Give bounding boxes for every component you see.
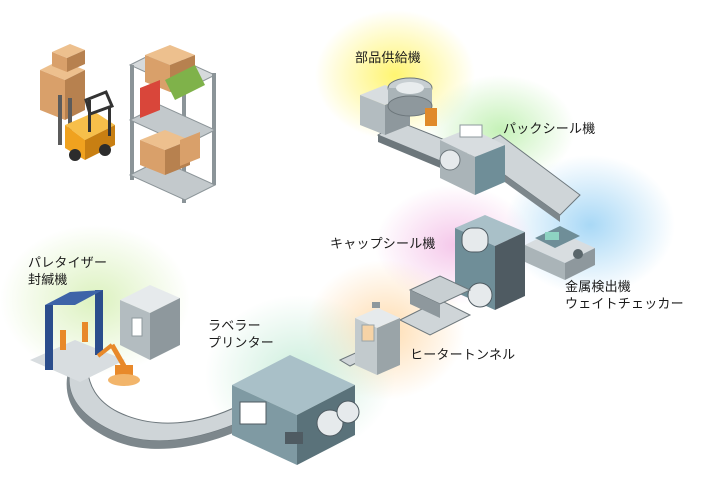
parts-feeder-label: 部品供給機: [355, 51, 422, 66]
heater-tunnel-label: ヒータートンネル: [410, 348, 516, 363]
labeler-printer-machine: [232, 355, 360, 465]
palletizer-machine: [30, 285, 180, 386]
weight-checker-label-line2: ウェイトチェッカー: [565, 297, 684, 312]
metal-detector-label-line1: 金属検出機: [565, 280, 632, 295]
sealer-label-line2: 封緘機: [28, 273, 68, 288]
cap-sealer-machine: [408, 215, 525, 318]
parts-feeder-machine: [360, 77, 437, 135]
warehouse-shelf: [128, 45, 217, 203]
labeler-label-line1: ラベラー: [208, 319, 261, 334]
pack-sealer-label: パックシール機: [503, 122, 596, 137]
printer-label-line2: プリンター: [208, 336, 275, 351]
pack-sealer-machine: [439, 124, 505, 195]
metal-detector-machine: [525, 226, 595, 280]
palletizer-label-line1: パレタイザー: [28, 256, 108, 271]
heater-tunnel-machine: [355, 302, 400, 375]
forklift: [40, 44, 115, 161]
cap-sealer-label: キャップシール機: [330, 237, 436, 252]
